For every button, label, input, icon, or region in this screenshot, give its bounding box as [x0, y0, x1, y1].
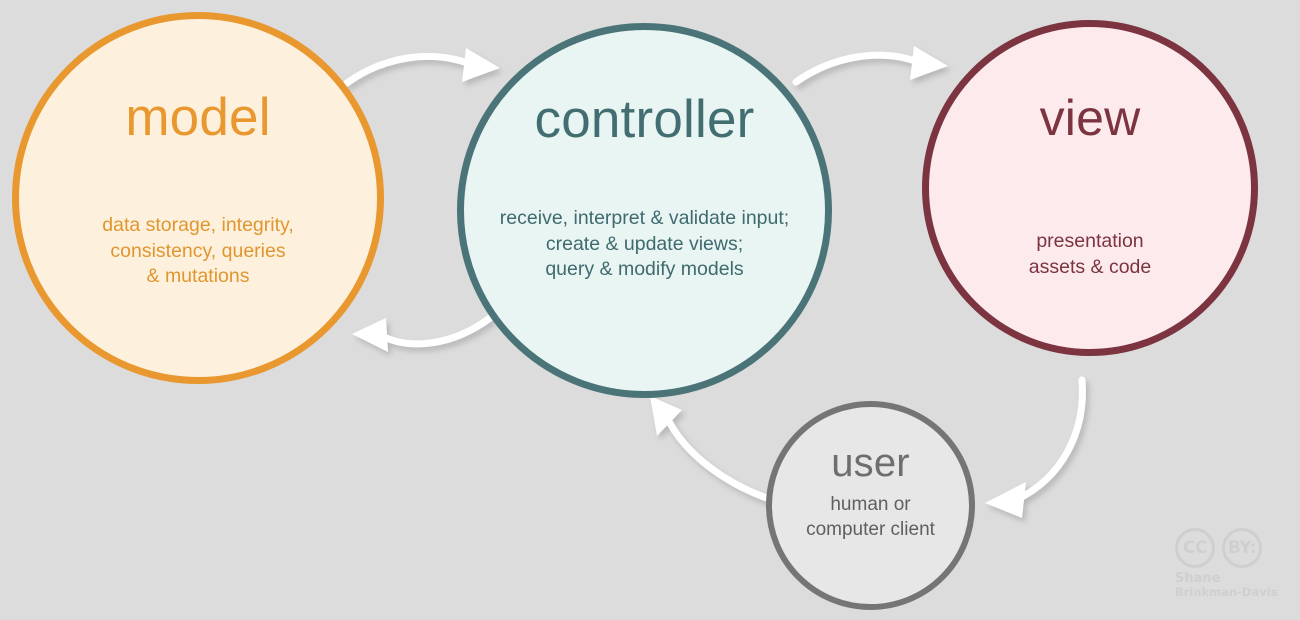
- node-model-description: data storage, integrity, consistency, qu…: [102, 214, 294, 288]
- node-user[interactable]: user human or computer client: [766, 401, 975, 610]
- author-credit: Shane Brinkman-Davis: [1175, 571, 1287, 600]
- arrow-controller-to-view: [792, 46, 948, 86]
- arrow-controller-to-model: [352, 314, 494, 352]
- cc-by-icon: BY:: [1222, 528, 1262, 568]
- node-controller-title: controller: [534, 90, 755, 149]
- author-first-name: Shane: [1175, 571, 1221, 586]
- node-controller[interactable]: controller receive, interpret & validate…: [457, 23, 832, 398]
- node-controller-description: receive, interpret & validate input; cre…: [499, 207, 790, 281]
- creative-commons-attribution: CC BY: Shane Brinkman-Davis: [1175, 528, 1287, 610]
- node-model-title: model: [125, 88, 271, 147]
- creative-commons-icon: CC: [1175, 528, 1215, 568]
- node-model[interactable]: model data storage, integrity, consisten…: [12, 12, 384, 384]
- arrow-user-to-controller: [650, 396, 776, 504]
- node-view-description: presentation assets & code: [1028, 230, 1152, 278]
- arrow-model-to-controller: [343, 48, 500, 87]
- arrow-view-to-user: [985, 376, 1086, 518]
- node-user-description: human or computer client: [806, 494, 935, 541]
- node-user-title: user: [831, 441, 910, 485]
- node-view-title: view: [1039, 90, 1141, 146]
- cc-marks: CC BY:: [1175, 528, 1287, 568]
- node-view[interactable]: view presentation assets & code: [922, 20, 1258, 356]
- author-last-name: Brinkman-Davis: [1175, 585, 1278, 600]
